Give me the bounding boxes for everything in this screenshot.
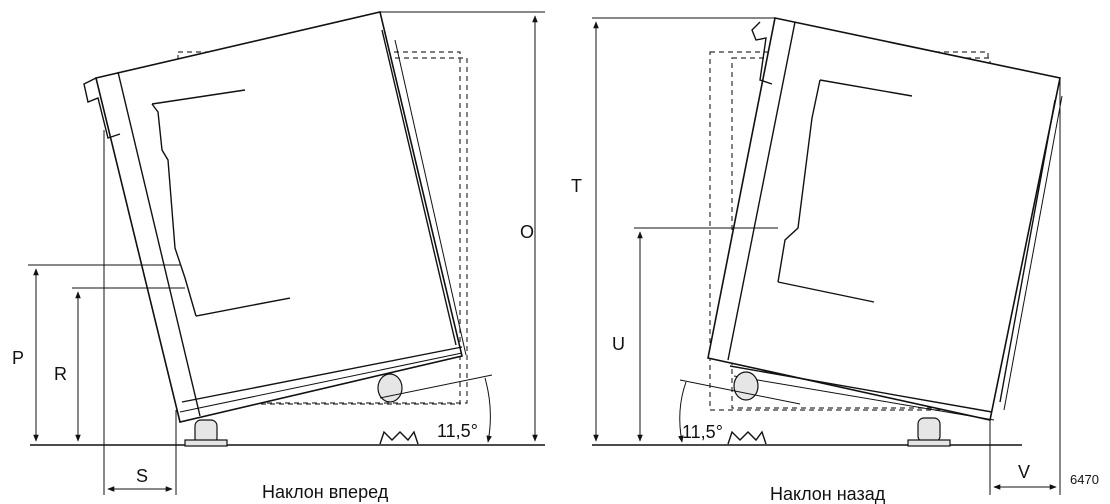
back-panel-line-left — [381, 29, 457, 346]
door-front-line-right — [727, 21, 796, 361]
door-handle-left — [83, 77, 121, 139]
floor-foot-marker-right — [727, 430, 767, 445]
caption-right: Наклон назад — [770, 484, 886, 504]
door-inner-profile-right — [777, 79, 821, 283]
tilted-appliance-right — [707, 17, 1063, 447]
label-angle-right: 11,5° — [682, 422, 723, 442]
base-edge-left — [179, 352, 463, 413]
shelf-bottom-right — [777, 281, 875, 303]
label-O: O — [520, 222, 534, 242]
angle-arc-left — [484, 377, 492, 443]
door-handle-right — [751, 21, 773, 85]
shelf-top-left — [151, 89, 246, 105]
front-wheel-right — [733, 371, 759, 401]
angle-ray-left — [379, 374, 493, 399]
figure-number: 6470 — [1070, 472, 1099, 487]
base-line-right — [729, 365, 993, 413]
appliance-body-left — [95, 11, 463, 423]
label-P: P — [12, 348, 24, 368]
label-T: T — [571, 176, 582, 196]
front-foot-left — [184, 439, 228, 447]
shelf-top-right — [819, 79, 913, 97]
back-panel-edge-left — [394, 39, 467, 356]
door-inner-profile-left — [151, 103, 197, 317]
label-S: S — [136, 466, 148, 486]
floor-foot-marker-left — [379, 430, 419, 445]
angle-ray-right — [679, 379, 801, 405]
shelf-bottom-left — [195, 297, 291, 317]
rear-wheel-right — [917, 417, 941, 443]
backward-tilt-view: T U V 11,5° Наклон назад 6470 — [571, 17, 1099, 504]
rear-foot-right — [907, 439, 951, 447]
base-edge-right — [733, 375, 995, 421]
back-panel-line-right — [999, 99, 1056, 403]
back-panel-edge-right — [1003, 95, 1063, 411]
tilted-appliance-left — [83, 11, 467, 447]
forward-tilt-view: O P R S 11,5° Наклон вперед — [12, 11, 545, 502]
label-U: U — [612, 334, 625, 354]
caption-left: Наклон вперед — [262, 482, 389, 502]
label-R: R — [54, 364, 67, 384]
base-line-left — [181, 346, 463, 403]
label-V: V — [1018, 462, 1030, 482]
door-front-line-left — [117, 71, 201, 417]
label-angle-left: 11,5° — [437, 421, 478, 441]
angle-arc-right — [678, 381, 687, 443]
